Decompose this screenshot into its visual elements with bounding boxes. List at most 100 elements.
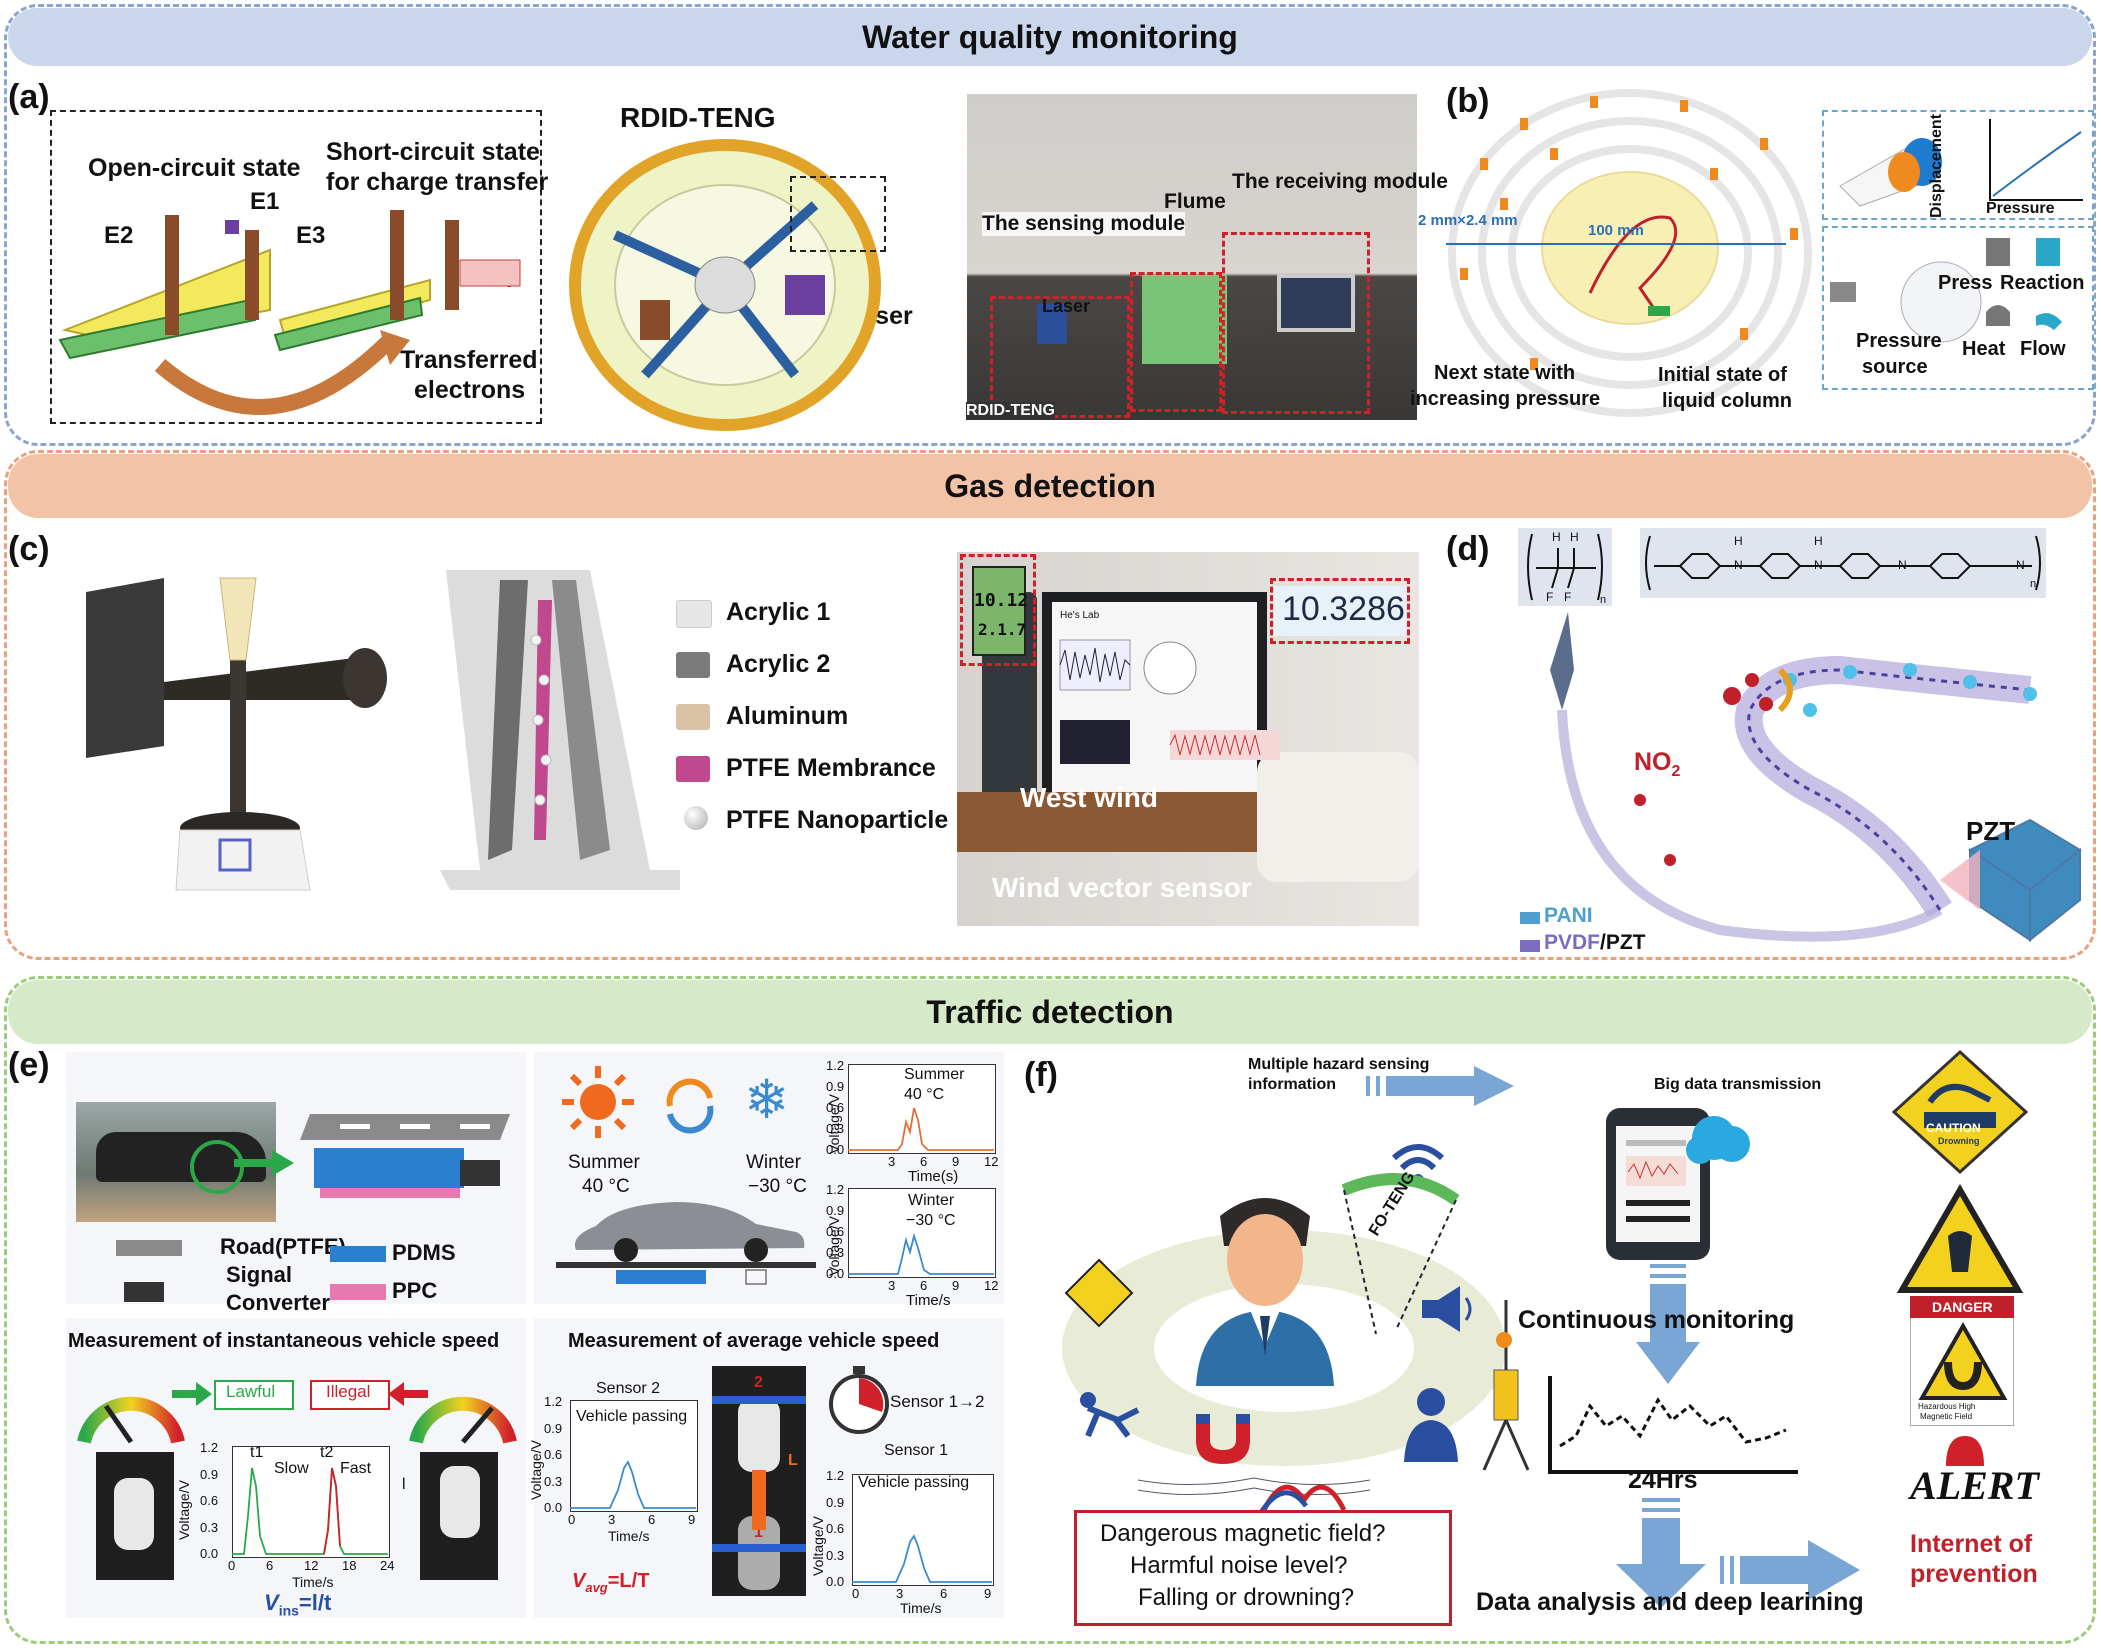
sensor-2-bar <box>712 1396 806 1404</box>
pani-h2: H <box>1814 534 1823 548</box>
vavg-sub: avg <box>585 1580 608 1595</box>
press-label: Press <box>1938 272 1993 294</box>
pvdf-legend-text: PVDF <box>1544 931 1601 954</box>
sensor-2-index: 2 <box>754 1374 763 1391</box>
inst-t2-label: t2 <box>320 1444 334 1461</box>
inst-chart-lines <box>232 1467 388 1555</box>
pvdf-n: n <box>1600 594 1607 606</box>
sensor2-chart-title: Sensor 2 <box>596 1380 661 1397</box>
sensor2-vehicle-label: Vehicle passing <box>576 1408 688 1425</box>
drowning-text: Drowning <box>1938 1136 1980 1146</box>
panel-a-zoom-box <box>50 110 542 424</box>
pvdf-h2: H <box>1570 530 1579 544</box>
rdid-zoom-box <box>790 176 886 252</box>
displacement-curve <box>1989 119 2083 201</box>
stopwatch-icon <box>829 1366 889 1434</box>
x-tick-label: 12 <box>304 1558 319 1573</box>
pvdf-f2: F <box>1564 590 1572 604</box>
rdid-teng-disk-drawing <box>569 139 881 431</box>
x-tick-label: 9 <box>688 1512 696 1527</box>
y-tick-label: 0.9 <box>826 1494 845 1510</box>
x-tick-label: 0 <box>228 1558 236 1573</box>
sun-icon <box>562 1066 634 1138</box>
pdms-label: PDMS <box>392 1240 456 1265</box>
sensor2-y-axis: Voltage/V <box>528 1440 544 1500</box>
panel-label-e: (e) <box>8 1046 50 1084</box>
question-noise: Harmful noise level? <box>1130 1552 1348 1579</box>
y-tick-label: 0.0 <box>200 1546 219 1561</box>
road-layer-drawing <box>300 1114 510 1198</box>
avg-car-top <box>738 1398 780 1472</box>
danger-text: DANGER <box>1932 1299 1993 1315</box>
receiving-module-box <box>1222 232 1370 414</box>
winter-label: Winter <box>746 1152 801 1173</box>
sensor1-chart-title: Sensor 1 <box>884 1442 949 1459</box>
screen-waveforms <box>1059 639 1280 764</box>
legend-swatch-acrylic1 <box>676 600 712 628</box>
winter-temp-label: −30 °C <box>748 1176 807 1197</box>
pressure-axis-label: Pressure <box>1986 200 2055 217</box>
sensing-module-label: The sensing module <box>982 212 1186 236</box>
panel-a-title: RDID-TENG <box>620 102 776 133</box>
pani-n4: N <box>2016 558 2025 572</box>
pvdf-monomer-structure <box>1527 533 1603 601</box>
panel-label-d: (d) <box>1446 530 1490 568</box>
legend-ptfe-nanoparticle: PTFE Nanoparticle <box>726 806 949 834</box>
screen-reading-value: 10.3286 <box>1282 590 1405 628</box>
y-tick-label: 0.9 <box>544 1420 563 1436</box>
screen-lab-title: He's Lab <box>1060 610 1100 621</box>
y-tick-label: 0.0 <box>544 1500 563 1515</box>
receiving-module-label: The receiving module <box>1232 170 1448 193</box>
inst-t1-label: t1 <box>250 1444 264 1461</box>
traffic-section-banner: Traffic detection <box>8 980 2092 1044</box>
vins-rest: =l/t <box>298 1590 332 1615</box>
road-legend-swatch <box>116 1240 182 1256</box>
x-tick-label: 9 <box>984 1586 992 1601</box>
multi-hazard-label-1: Multiple hazard sensing <box>1248 1056 1430 1073</box>
pani-n2: N <box>1814 558 1823 572</box>
x-tick-label: 12 <box>984 1278 999 1293</box>
sensing-arrow <box>1366 1066 1514 1106</box>
legend-ptfe-membrane: PTFE Membrance <box>726 754 936 782</box>
cycle-icon <box>666 1078 714 1134</box>
y-tick-label: 0.9 <box>200 1466 219 1482</box>
y-tick-label: 1.2 <box>826 1468 845 1483</box>
analysis-down-arrow <box>1616 1498 1706 1608</box>
reading-highlight-box <box>1270 578 1410 644</box>
road-ptfe-label: Road(PTFE) <box>220 1234 346 1259</box>
summer-chart-line <box>848 1107 994 1151</box>
megaphone-icon <box>1422 1286 1472 1332</box>
question-magnetic: Dangerous magnetic field? <box>1100 1520 1386 1547</box>
lcd-reading-2: 2.1.7 <box>978 620 1027 639</box>
pvdf-swatch <box>1520 940 1540 952</box>
illegal-badge <box>310 1380 390 1410</box>
multi-hazard-label-2: information <box>1248 1076 1336 1093</box>
lawful-label: Lawful <box>226 1382 276 1401</box>
no2-text: NO <box>1634 748 1672 776</box>
pvdf-pzt-legend: PVDF/PZT <box>1544 931 1646 955</box>
y-tick-label: 0.3 <box>826 1547 845 1563</box>
displacement-axis-label: Displacement <box>1928 113 1945 218</box>
pani-swatch <box>1520 912 1540 924</box>
sensor-1-bar <box>712 1544 806 1552</box>
signal-label: Signal <box>226 1262 293 1287</box>
y-tick-label: 1.2 <box>826 1058 845 1073</box>
winter-chart-temp: −30 °C <box>906 1212 956 1229</box>
y-tick-label: 0.3 <box>826 1121 845 1136</box>
vins-sub: ins <box>278 1602 299 1619</box>
y-tick-label: 0.9 <box>826 1203 845 1218</box>
gauge-slow-icon <box>77 1396 185 1444</box>
transferred-label-1: Transferred <box>400 346 538 374</box>
pani-n-sub: n <box>2030 578 2037 590</box>
summer-x-axis: Time(s) <box>908 1168 959 1185</box>
dimension-100mm-label: 100 mm <box>1588 222 1644 239</box>
water-section-banner: Water quality monitoring <box>8 8 2092 66</box>
inst-y-axis: Voltage/V <box>176 1480 192 1540</box>
y-tick-label: 0.6 <box>200 1493 219 1508</box>
ppc-swatch <box>330 1284 386 1300</box>
data-analysis-label: Data analysis and deep learining <box>1476 1588 1864 1616</box>
vavg-formula: Vavg=L/T <box>572 1570 649 1595</box>
panel-label-c: (c) <box>8 530 50 568</box>
winter-chart-line <box>848 1232 994 1275</box>
continuous-monitoring-label: Continuous monitoring <box>1518 1306 1795 1334</box>
